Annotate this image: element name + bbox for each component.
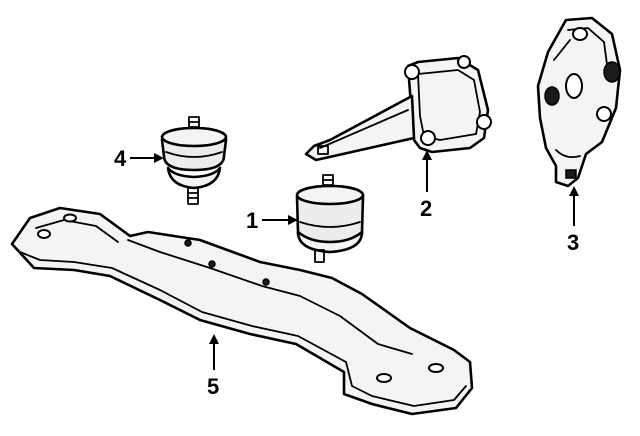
callout-4: 4 (114, 146, 164, 171)
callout-label-3: 3 (567, 230, 579, 255)
callout-1: 1 (246, 208, 298, 233)
callout-label-5: 5 (207, 374, 219, 399)
mount-bracket-2 (304, 55, 492, 162)
callout-3: 3 (567, 186, 579, 255)
crossmember-5 (10, 206, 474, 416)
engine-mount-1 (295, 174, 365, 263)
callout-2: 2 (420, 150, 432, 221)
callout-label-1: 1 (246, 208, 258, 233)
callout-label-2: 2 (420, 196, 432, 221)
mount-bracket-3 (536, 16, 622, 188)
callout-5: 5 (207, 334, 219, 399)
callout-label-4: 4 (114, 146, 127, 171)
engine-mount-4 (160, 116, 228, 205)
